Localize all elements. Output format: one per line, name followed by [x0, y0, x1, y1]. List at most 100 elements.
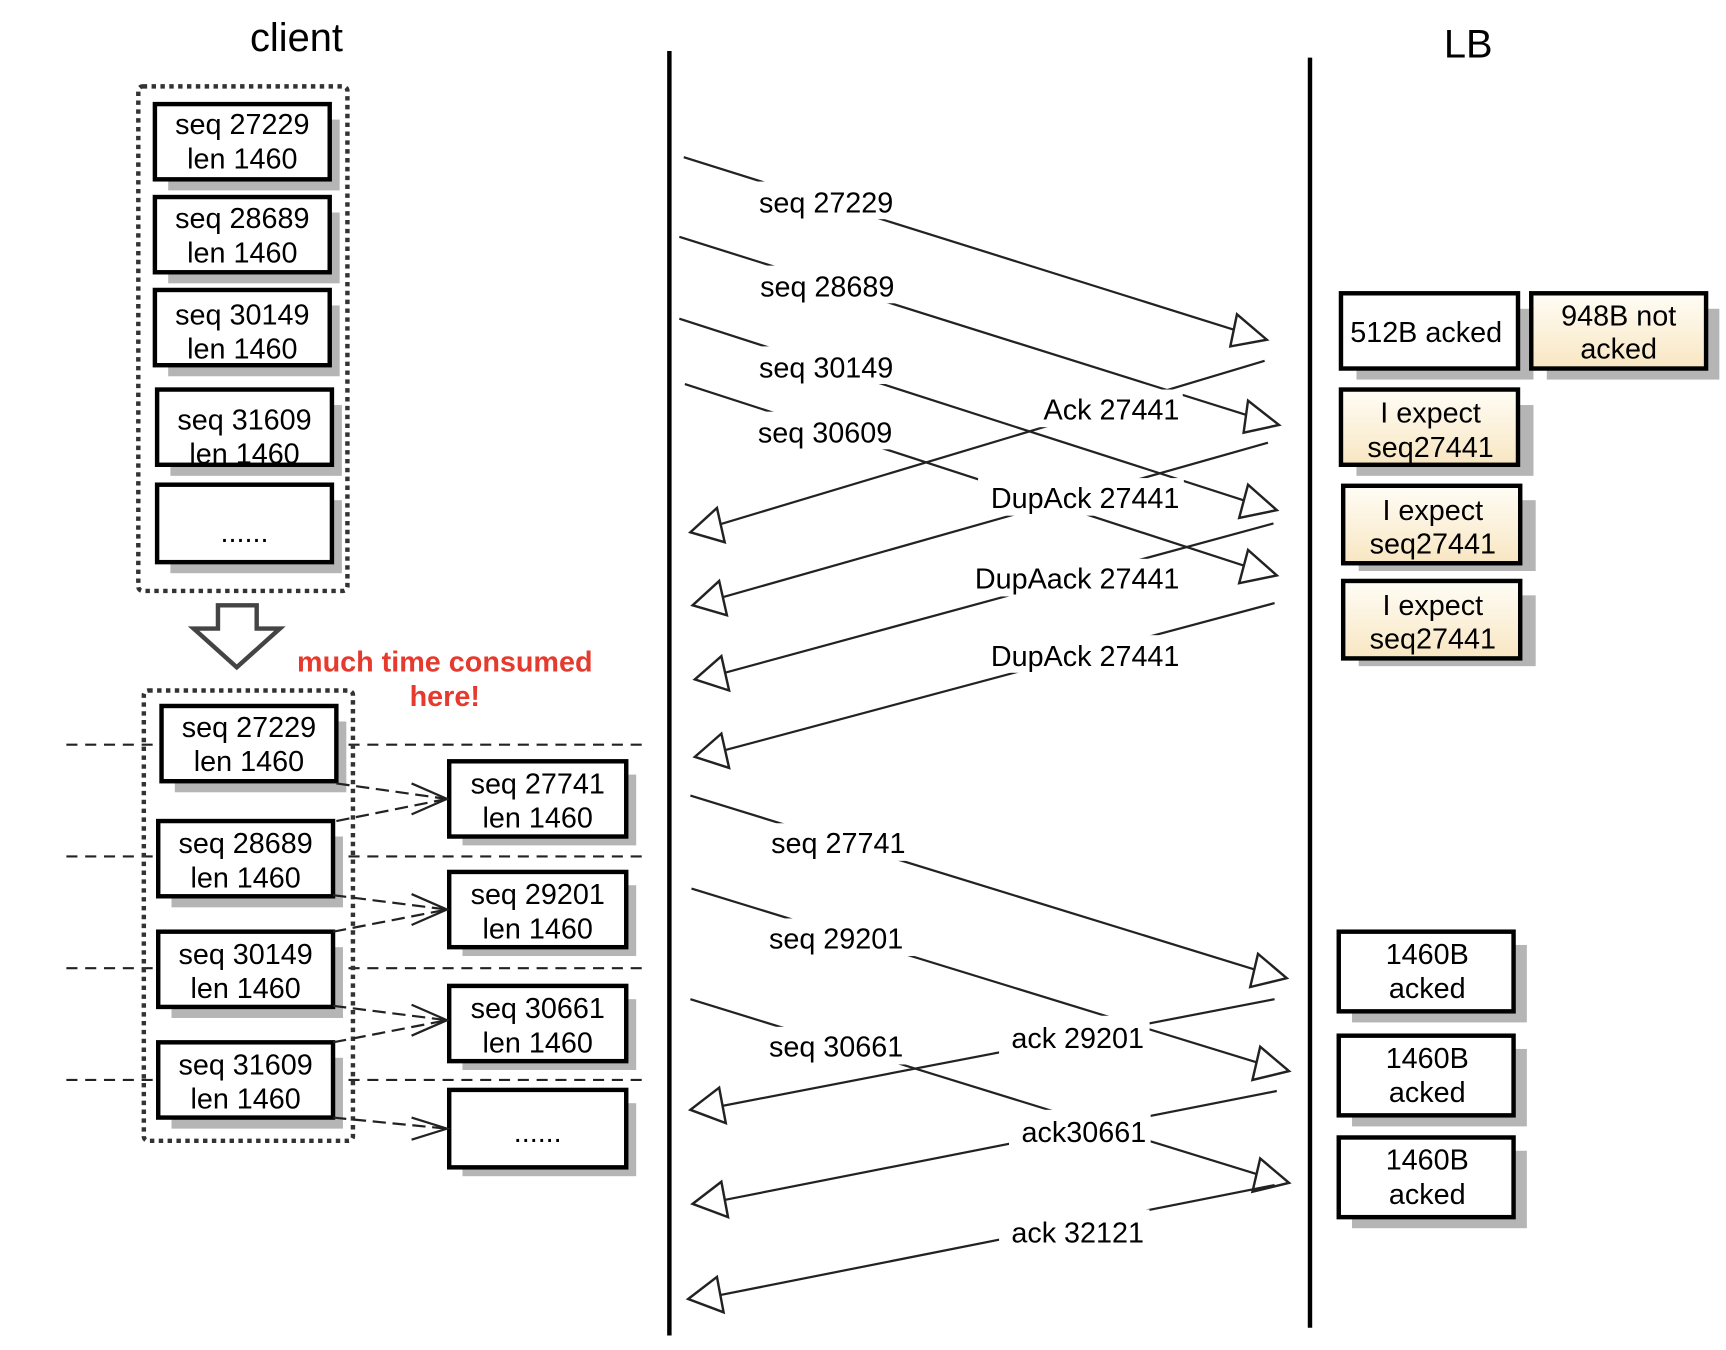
buffer-group-border	[141, 688, 356, 1144]
state-expect: I expect seq27441	[1338, 387, 1534, 476]
merge-arrowhead-icon	[411, 1003, 450, 1037]
arrowhead-icon	[1237, 547, 1280, 585]
arrowhead-icon	[692, 731, 731, 770]
client-buffer-after: seq 27229 len 1460 seq 28689 len 1460 se…	[141, 688, 356, 1144]
segment-ellipsis: ......	[221, 517, 269, 549]
merge-arrows	[332, 782, 451, 1141]
segment-len: len 1460	[190, 1084, 300, 1116]
resegment-box: seq 27741 len 1460	[446, 759, 637, 846]
state-text: 948B not	[1561, 300, 1676, 332]
state-text: acked	[1580, 334, 1657, 366]
client-title: client	[250, 16, 343, 60]
state-expect: I expect seq27441	[1340, 578, 1536, 667]
arrowhead-icon	[1228, 312, 1270, 348]
state-text: acked	[1389, 1077, 1466, 1109]
message-label: seq 30661	[769, 1032, 903, 1064]
message-ack: DupAck 27441	[692, 602, 1275, 770]
state-text: 1460B	[1386, 939, 1469, 971]
message-label: DupAck 27441	[991, 641, 1180, 673]
segment-len: len 1460	[187, 237, 297, 269]
message-send: seq 28689	[679, 235, 1282, 435]
message-label: seq 30609	[758, 418, 892, 450]
merge-arrow	[332, 908, 448, 933]
buffer-segment: seq 27229 len 1460	[159, 703, 347, 793]
message-ack: DupAck 27441	[690, 441, 1269, 617]
state-text: 1460B	[1386, 1145, 1469, 1177]
message-send: seq 30609	[684, 382, 1280, 585]
buffer-group-border	[136, 84, 350, 594]
arrowhead-icon	[690, 1179, 730, 1220]
merge-arrowhead-icon	[411, 893, 450, 927]
segment-seq: seq 28689	[175, 203, 309, 235]
message-ack: ack 29201	[687, 998, 1275, 1125]
message-label: DupAck 27441	[991, 483, 1180, 515]
buffer-segment: seq 31609 len 1460	[154, 387, 342, 476]
message-send: seq 27229	[683, 156, 1270, 348]
arrowhead-icon	[1250, 1156, 1292, 1194]
arrowhead-icon	[1250, 1044, 1292, 1082]
state-text: seq27441	[1370, 623, 1496, 655]
message-label: ack30661	[1022, 1117, 1147, 1149]
client-buffer-before: seq 27229 len 1460 seq 28689 len 1460 se…	[136, 84, 350, 594]
buffer-segment: seq 30149 len 1460	[152, 287, 340, 377]
message-label: seq 27741	[771, 828, 905, 860]
buffer-segment: seq 28689 len 1460	[152, 194, 340, 284]
message-label: Ack 27441	[1044, 394, 1180, 426]
message-ack: ack 32121	[685, 1183, 1275, 1315]
message-label: seq 28689	[760, 272, 894, 304]
segment-seq: seq 29201	[471, 879, 605, 911]
message-send: seq 27741	[690, 794, 1290, 989]
lb-states-phase1: 512B acked 948B not acked I expect seq27…	[1338, 291, 1720, 667]
segment-seq: seq 31609	[177, 404, 311, 436]
segment-seq: seq 27741	[471, 768, 605, 800]
segment-len: len 1460	[187, 334, 297, 366]
state-text: 1460B	[1386, 1043, 1469, 1075]
arrowhead-icon	[692, 653, 731, 693]
lb-title: LB	[1444, 23, 1493, 67]
annotation-line2: here!	[410, 681, 480, 713]
message-ack: ack30661	[690, 1089, 1278, 1220]
buffer-segment: seq 30149 len 1460	[156, 929, 343, 1018]
message-label: ack 32121	[1011, 1218, 1144, 1250]
segment-len: len 1460	[189, 439, 299, 471]
message-send: seq 30661	[690, 998, 1292, 1194]
message-label: seq 29201	[769, 923, 903, 955]
phase2-messages: seq 27741 seq 29201 seq 30661 ack 29201 …	[685, 794, 1292, 1315]
state-text: 512B acked	[1350, 317, 1502, 349]
message-send: seq 30149	[678, 317, 1280, 520]
state-text: seq27441	[1370, 528, 1496, 560]
state-text: seq27441	[1367, 432, 1493, 464]
resegment-box: seq 29201 len 1460	[446, 869, 637, 957]
segment-seq: seq 28689	[178, 828, 312, 860]
phase1-messages: seq 27229 seq 28689 seq 30149 seq 30609 …	[678, 156, 1282, 770]
message-label: ack 29201	[1011, 1023, 1144, 1055]
buffer-segment: seq 31609 len 1460	[156, 1040, 343, 1129]
arrowhead-icon	[1248, 951, 1290, 989]
resegmented-buffer: seq 27741 len 1460 seq 29201 len 1460 se…	[446, 759, 637, 1177]
segment-len: len 1460	[483, 803, 593, 835]
segment-seq: seq 30149	[175, 299, 309, 331]
state-acked: 1460B acked	[1336, 1135, 1527, 1229]
merge-arrowhead-icon	[411, 782, 450, 816]
segment-seq: seq 31609	[178, 1049, 312, 1081]
arrowhead-icon	[687, 1085, 728, 1125]
state-acked: 1460B acked	[1336, 1033, 1527, 1127]
message-ack: Ack 27441	[687, 359, 1265, 544]
segment-seq: seq 30149	[178, 939, 312, 971]
segment-seq: seq 30661	[471, 993, 605, 1025]
arrowhead-icon	[1237, 482, 1280, 520]
arrowhead-icon	[1242, 398, 1282, 435]
buffer-segment-ellipsis: ......	[154, 482, 342, 574]
state-text: acked	[1389, 973, 1466, 1005]
state-text: I expect	[1380, 398, 1481, 430]
state-text: acked	[1389, 1179, 1466, 1211]
buffer-segment: seq 27229 len 1460	[152, 101, 340, 191]
arrowhead-icon	[690, 578, 729, 617]
segment-ellipsis: ......	[514, 1117, 562, 1149]
arrowhead-icon	[687, 505, 727, 544]
arrowhead-icon	[685, 1274, 726, 1315]
message-label: DupAack 27441	[975, 564, 1180, 596]
segment-seq: seq 27229	[175, 109, 309, 141]
state-text: I expect	[1382, 495, 1483, 527]
segment-seq: seq 27229	[182, 712, 316, 744]
